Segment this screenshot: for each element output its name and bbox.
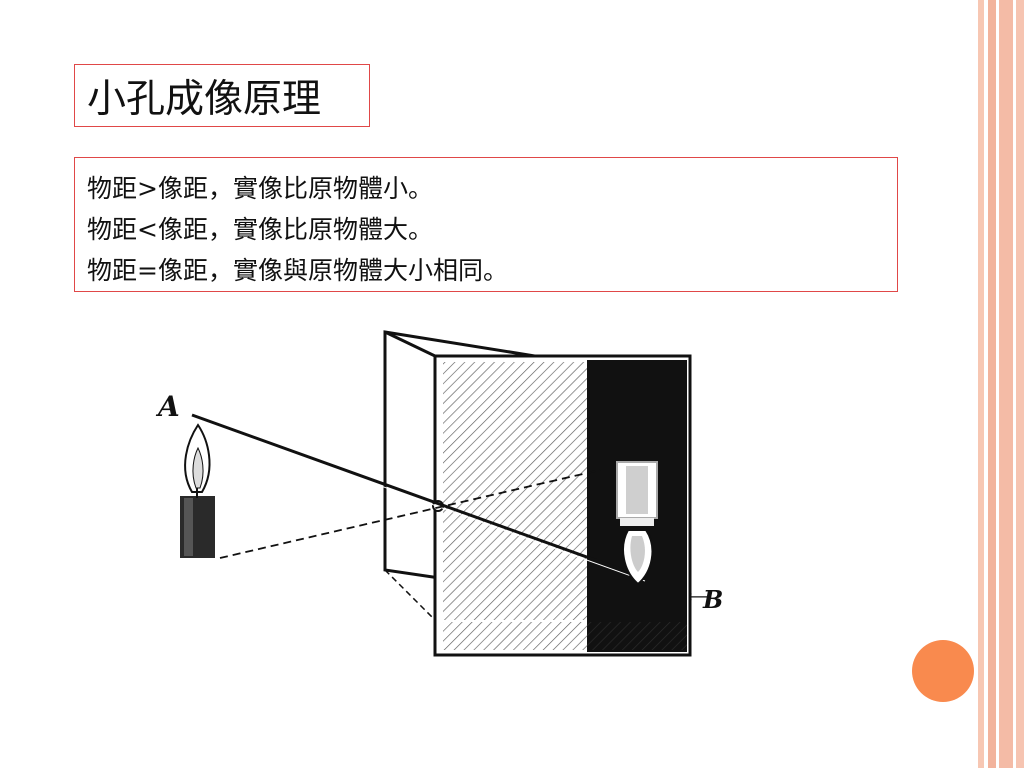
decor-stripe — [996, 0, 999, 768]
decor-stripe — [978, 0, 984, 768]
slide-title: 小孔成像原理 — [74, 64, 370, 127]
side-wall-hatch — [443, 362, 587, 620]
candle-object — [180, 423, 215, 558]
decor-stripe — [1013, 0, 1016, 768]
decor-stripe — [984, 0, 988, 768]
content-box: 物距>像距，實像比原物體小。 物距<像距，實像比原物體大。 物距=像距，實像與原… — [74, 157, 898, 292]
ray-dashed — [219, 469, 601, 559]
candle-image — [616, 461, 658, 586]
content-line: 物距=像距，實像與原物體大小相同。 — [87, 256, 508, 285]
decor-stripe — [999, 0, 1013, 768]
label-b-arrow: ⟵ — [688, 587, 711, 606]
label-b: B — [702, 585, 723, 614]
label-a: A — [155, 390, 180, 423]
ray-solid-inner — [191, 417, 646, 582]
decor-orange-circle — [912, 640, 974, 702]
ray-solid — [191, 413, 646, 580]
decor-stripe — [988, 0, 996, 768]
floor-hatch — [443, 622, 687, 650]
pinhole-camera-illustration: A ⟵ B — [155, 330, 723, 657]
content-line: 物距>像距，實像比原物體小。 — [87, 174, 433, 203]
decor-stripe — [1016, 0, 1024, 768]
content-line: 物距<像距，實像比原物體大。 — [87, 215, 433, 244]
